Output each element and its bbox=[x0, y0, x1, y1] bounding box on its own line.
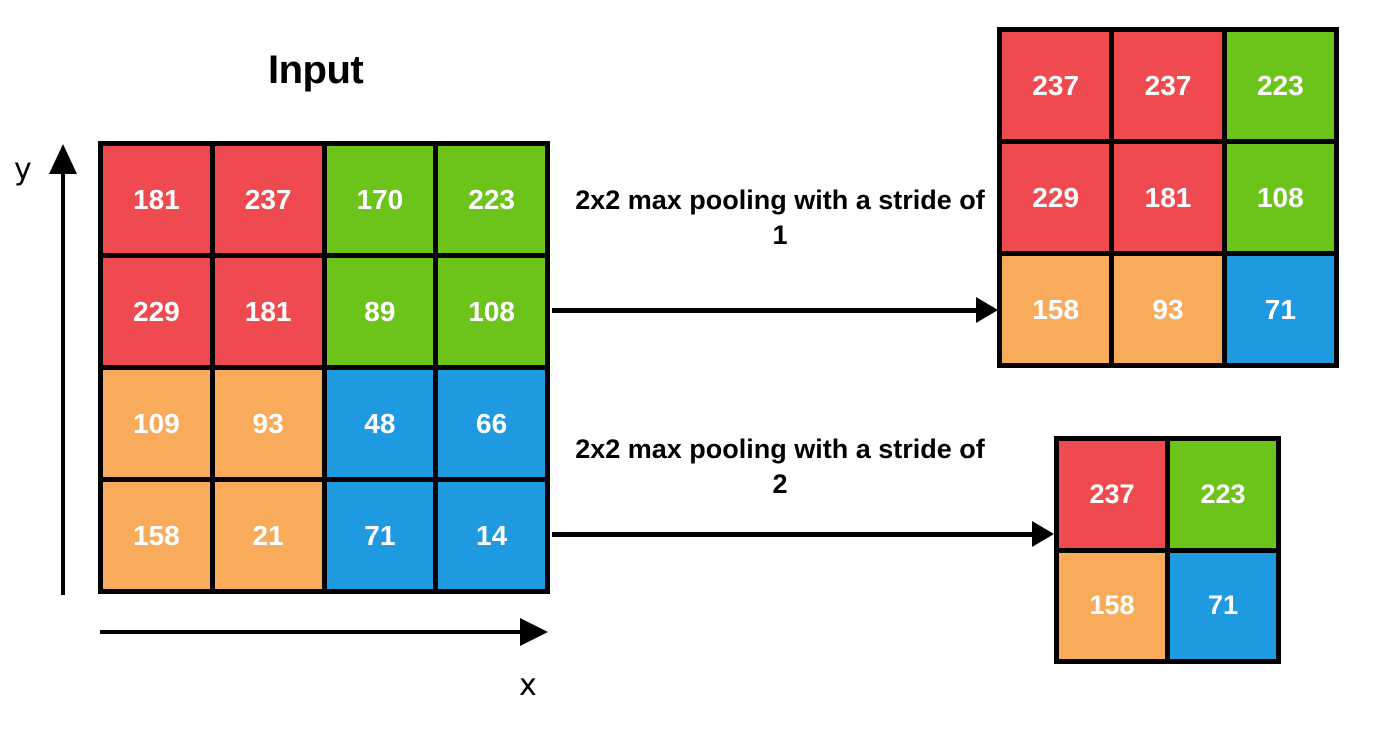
grid-cell: 170 bbox=[326, 146, 434, 253]
grid-cell: 229 bbox=[103, 258, 210, 365]
grid-cell: 181 bbox=[214, 258, 322, 365]
y-axis-label: y bbox=[14, 152, 32, 187]
flow-arrow-stride1-line bbox=[552, 308, 980, 313]
grid-cell: 14 bbox=[438, 482, 545, 589]
y-axis-arrowhead-icon bbox=[49, 144, 77, 174]
grid-cell: 158 bbox=[103, 482, 210, 589]
flow-arrow-stride1-arrowhead-icon bbox=[976, 297, 998, 323]
flow-arrow-stride2-line bbox=[552, 532, 1036, 537]
grid-cell: 108 bbox=[438, 258, 545, 365]
grid-cell: 158 bbox=[1059, 552, 1165, 659]
grid-cell: 223 bbox=[1226, 32, 1334, 139]
grid-cell: 237 bbox=[214, 146, 322, 253]
grid-cell: 223 bbox=[1170, 441, 1276, 548]
grid-cell: 71 bbox=[326, 482, 434, 589]
grid-cell: 93 bbox=[1114, 256, 1222, 363]
grid-cell: 158 bbox=[1002, 256, 1110, 363]
grid-cell: 71 bbox=[1170, 552, 1276, 659]
x-axis-line bbox=[100, 630, 524, 634]
grid-cell: 48 bbox=[326, 370, 434, 477]
x-axis-arrowhead-icon bbox=[520, 618, 548, 646]
x-axis-label: x bbox=[519, 668, 537, 703]
operation-label-stride1: 2x2 max pooling with a stride of 1 bbox=[575, 185, 985, 251]
grid-cell: 237 bbox=[1002, 32, 1110, 139]
grid-cell: 237 bbox=[1114, 32, 1222, 139]
page-title: Input bbox=[268, 48, 364, 92]
grid-cell: 66 bbox=[438, 370, 545, 477]
grid-cell: 93 bbox=[214, 370, 322, 477]
grid-cell: 109 bbox=[103, 370, 210, 477]
grid-cell: 181 bbox=[103, 146, 210, 253]
grid-cell: 108 bbox=[1226, 144, 1334, 251]
grid-cell: 181 bbox=[1114, 144, 1222, 251]
grid-cell: 21 bbox=[214, 482, 322, 589]
grid-cell: 237 bbox=[1059, 441, 1165, 548]
operation-label-stride2: 2x2 max pooling with a stride of 2 bbox=[575, 434, 985, 500]
grid-cell: 71 bbox=[1226, 256, 1334, 363]
flow-arrow-stride2-arrowhead-icon bbox=[1032, 521, 1054, 547]
grid-cell: 229 bbox=[1002, 144, 1110, 251]
grid-cell: 89 bbox=[326, 258, 434, 365]
y-axis-line bbox=[61, 172, 65, 595]
grid-cell: 223 bbox=[438, 146, 545, 253]
